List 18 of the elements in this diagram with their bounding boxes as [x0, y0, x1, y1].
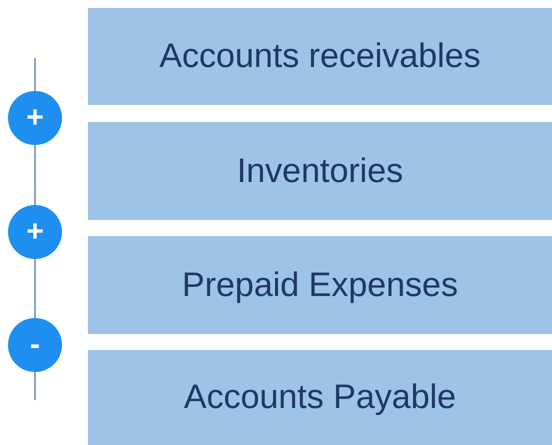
operator-sign: +	[26, 103, 44, 133]
operator-circle	[8, 318, 62, 372]
box-label: Accounts receivables	[159, 37, 481, 76]
list-box	[88, 122, 552, 220]
operator-circle	[8, 205, 62, 259]
connector-line	[34, 58, 36, 91]
operator-circle	[8, 91, 62, 145]
connector-line	[34, 145, 36, 205]
box-label: Inventories	[236, 152, 404, 190]
list-box	[88, 8, 552, 105]
operator-sign: -	[30, 330, 40, 360]
connector-line	[34, 372, 36, 400]
box-label: Accounts Payable	[184, 378, 456, 417]
list-box	[88, 350, 552, 445]
box-label: Prepaid Expenses	[182, 266, 458, 304]
operator-sign: +	[26, 217, 44, 247]
list-box	[88, 236, 552, 334]
connector-line	[34, 259, 36, 318]
